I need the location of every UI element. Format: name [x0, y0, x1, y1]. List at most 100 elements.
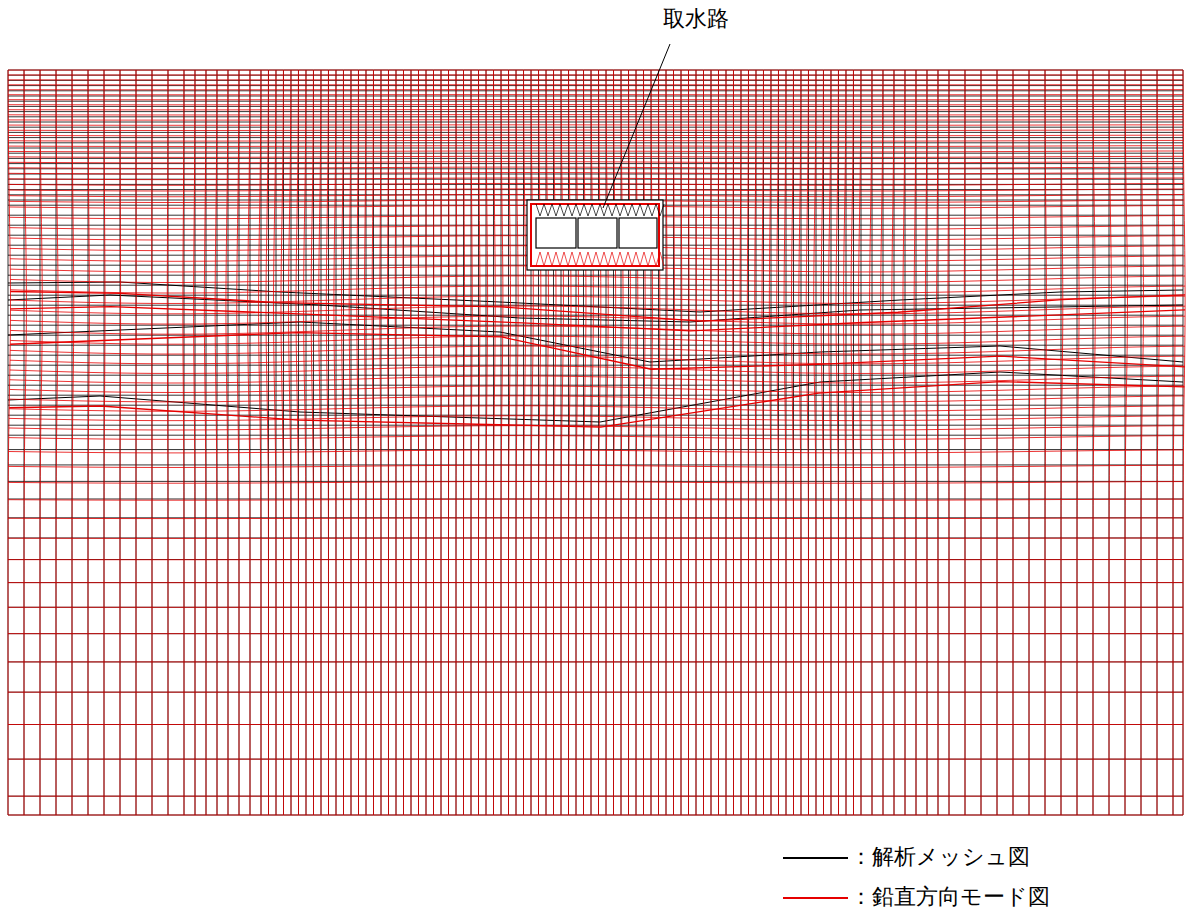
mode-line — [1141, 70, 1143, 815]
joint-element — [640, 252, 648, 266]
mode-line — [8, 94, 1183, 95]
joint-element — [536, 252, 544, 266]
mode-line — [762, 70, 763, 815]
joint-element — [584, 252, 592, 266]
mode-line — [248, 70, 250, 815]
mode-line — [8, 124, 1183, 125]
mode-line — [349, 70, 351, 815]
joint-element — [608, 204, 616, 216]
mode-line — [524, 70, 526, 815]
mode-line — [903, 70, 905, 815]
mode-line — [226, 70, 228, 815]
mode-layer-boundary — [9, 382, 1184, 428]
mode-line — [494, 70, 496, 815]
mode-line — [1125, 70, 1127, 815]
mesh-line — [997, 70, 998, 815]
joint-element — [656, 204, 664, 216]
mode-line — [740, 70, 742, 815]
joint-element — [560, 252, 568, 266]
layer-boundary — [8, 372, 1183, 422]
mode-line — [120, 70, 122, 815]
mode-line — [681, 70, 683, 815]
legend-text: ：鉛直方向モード図 — [850, 884, 1050, 910]
mode-line — [584, 70, 586, 815]
mode-line — [204, 70, 206, 815]
mode-line — [636, 70, 638, 815]
mode-line — [851, 70, 853, 815]
mode-line — [501, 70, 503, 815]
mode-line — [387, 70, 389, 815]
joint-element — [576, 252, 584, 266]
mode-line — [554, 70, 556, 815]
mode-line — [395, 70, 397, 815]
mesh-line — [471, 70, 472, 815]
mode-line — [10, 366, 1185, 373]
mode-line — [1109, 70, 1111, 815]
mode-line — [666, 70, 667, 815]
mode-line — [836, 70, 838, 815]
mode-line — [9, 436, 1184, 440]
mode-line — [964, 70, 966, 815]
mode-line — [9, 189, 1184, 191]
mode-line — [8, 99, 1183, 100]
mode-line — [9, 406, 1184, 411]
culvert-cell — [619, 218, 657, 248]
mesh-line — [1013, 70, 1014, 815]
mode-line — [1077, 70, 1079, 815]
mesh-line — [418, 70, 419, 815]
mode-line — [289, 70, 291, 815]
mode-line — [10, 286, 1185, 293]
mode-line — [516, 70, 518, 815]
mode-line — [844, 70, 846, 815]
mode-line — [925, 70, 927, 815]
mode-line — [274, 70, 276, 815]
mode-line — [9, 145, 1184, 147]
mode-line — [194, 70, 195, 815]
mode-line — [732, 70, 734, 815]
mode-line — [561, 70, 563, 815]
mesh-line — [696, 70, 697, 815]
mode-line — [304, 70, 306, 815]
mesh-line — [411, 70, 412, 815]
joint-element — [648, 252, 656, 266]
mode-line — [10, 276, 1185, 283]
mode-line — [426, 70, 427, 815]
mode-line — [569, 70, 571, 815]
analysis-mesh — [8, 70, 1183, 815]
mode-line — [806, 70, 808, 815]
mode-line — [418, 70, 419, 815]
mode-line — [710, 70, 711, 815]
mesh-line — [373, 70, 374, 815]
mode-line — [9, 396, 1184, 402]
mode-line — [814, 70, 816, 815]
mode-line — [696, 70, 697, 815]
joint-element — [632, 252, 640, 266]
mesh-line — [104, 70, 105, 815]
mode-line — [9, 426, 1184, 430]
mode-line — [599, 70, 601, 815]
mode-line — [8, 89, 1183, 90]
mode-line — [281, 70, 283, 815]
mode-line — [747, 70, 748, 815]
mode-line — [1093, 70, 1095, 815]
mode-line — [829, 70, 831, 815]
mesh-line — [88, 70, 89, 815]
legend-line-sample — [783, 857, 848, 859]
joint-element — [552, 252, 560, 266]
mode-line — [784, 70, 786, 815]
joint-element — [608, 252, 616, 266]
mesh-line — [703, 70, 704, 815]
mesh-line — [711, 70, 712, 815]
mode-line — [402, 70, 404, 815]
culvert-cell — [536, 218, 576, 248]
mesh-line — [756, 70, 757, 815]
mode-line — [914, 70, 916, 815]
mode-line — [769, 70, 771, 815]
structure-mode — [531, 204, 659, 266]
mode-layer-boundary — [10, 307, 1185, 331]
mesh-line — [1045, 70, 1046, 815]
legend-text: ：解析メッシュ図 — [850, 844, 1030, 870]
mesh-line — [658, 70, 659, 815]
mode-line — [881, 70, 883, 815]
mode-line — [606, 70, 608, 815]
